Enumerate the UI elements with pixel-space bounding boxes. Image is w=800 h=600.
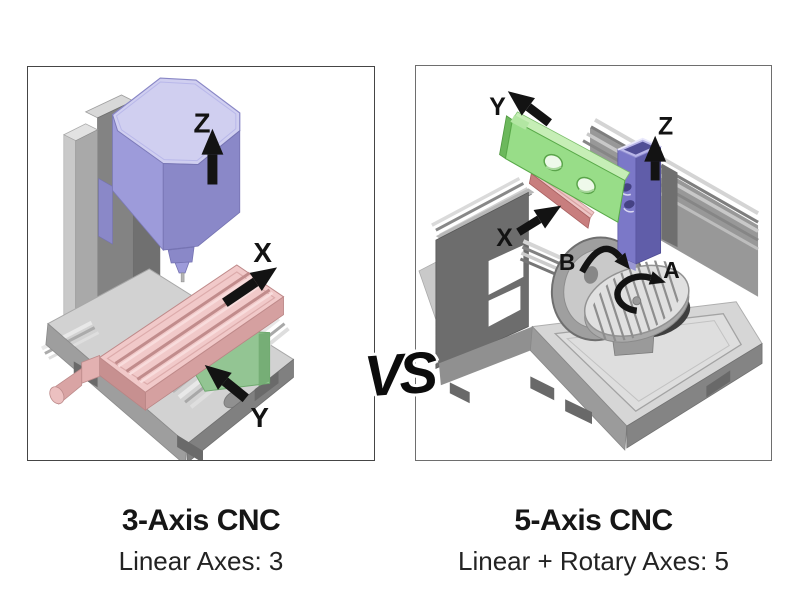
y-axis-arrow [507,91,552,127]
b-axis-label: B [559,249,576,275]
green-arm [499,111,631,224]
a-axis-label: A [663,257,680,283]
x-axis-label: X [496,225,513,252]
z-axis-label: Z [658,114,673,141]
3-axis-machine-illustration: Z X Y [41,77,295,460]
y-axis-arrow [204,365,249,403]
panel-5-axis: Y Z X B A [415,65,772,461]
z-column-purple [616,137,662,271]
trunnion-rotary-table [550,236,691,356]
h-frame-column [431,176,535,370]
5-axis-machine-illustration: Y Z X B A [418,91,763,451]
axis-annotations: Z X Y [193,108,278,433]
b-rotation-arrow [579,245,630,274]
axis-annotations: Y Z X B A [489,91,680,314]
x-axis-arrow [516,205,562,236]
left-title: 3-Axis CNC [121,504,281,537]
right-title: 5-Axis CNC [514,504,673,537]
a-rotation-arrow [614,271,666,314]
right-subtitle: Linear + Rotary Axes: 5 [458,546,729,576]
x-axis-arrow [222,267,278,307]
y-axis-label: Y [489,94,506,121]
vs-label: VS [362,339,436,410]
left-subtitle: Linear Axes: 3 [118,546,284,576]
panel-3-axis: Z X Y [27,66,375,461]
x-axis-label: X [253,237,272,268]
y-axis-label: Y [250,402,269,433]
drill-bit [180,272,185,283]
z-axis-label: Z [193,108,210,139]
